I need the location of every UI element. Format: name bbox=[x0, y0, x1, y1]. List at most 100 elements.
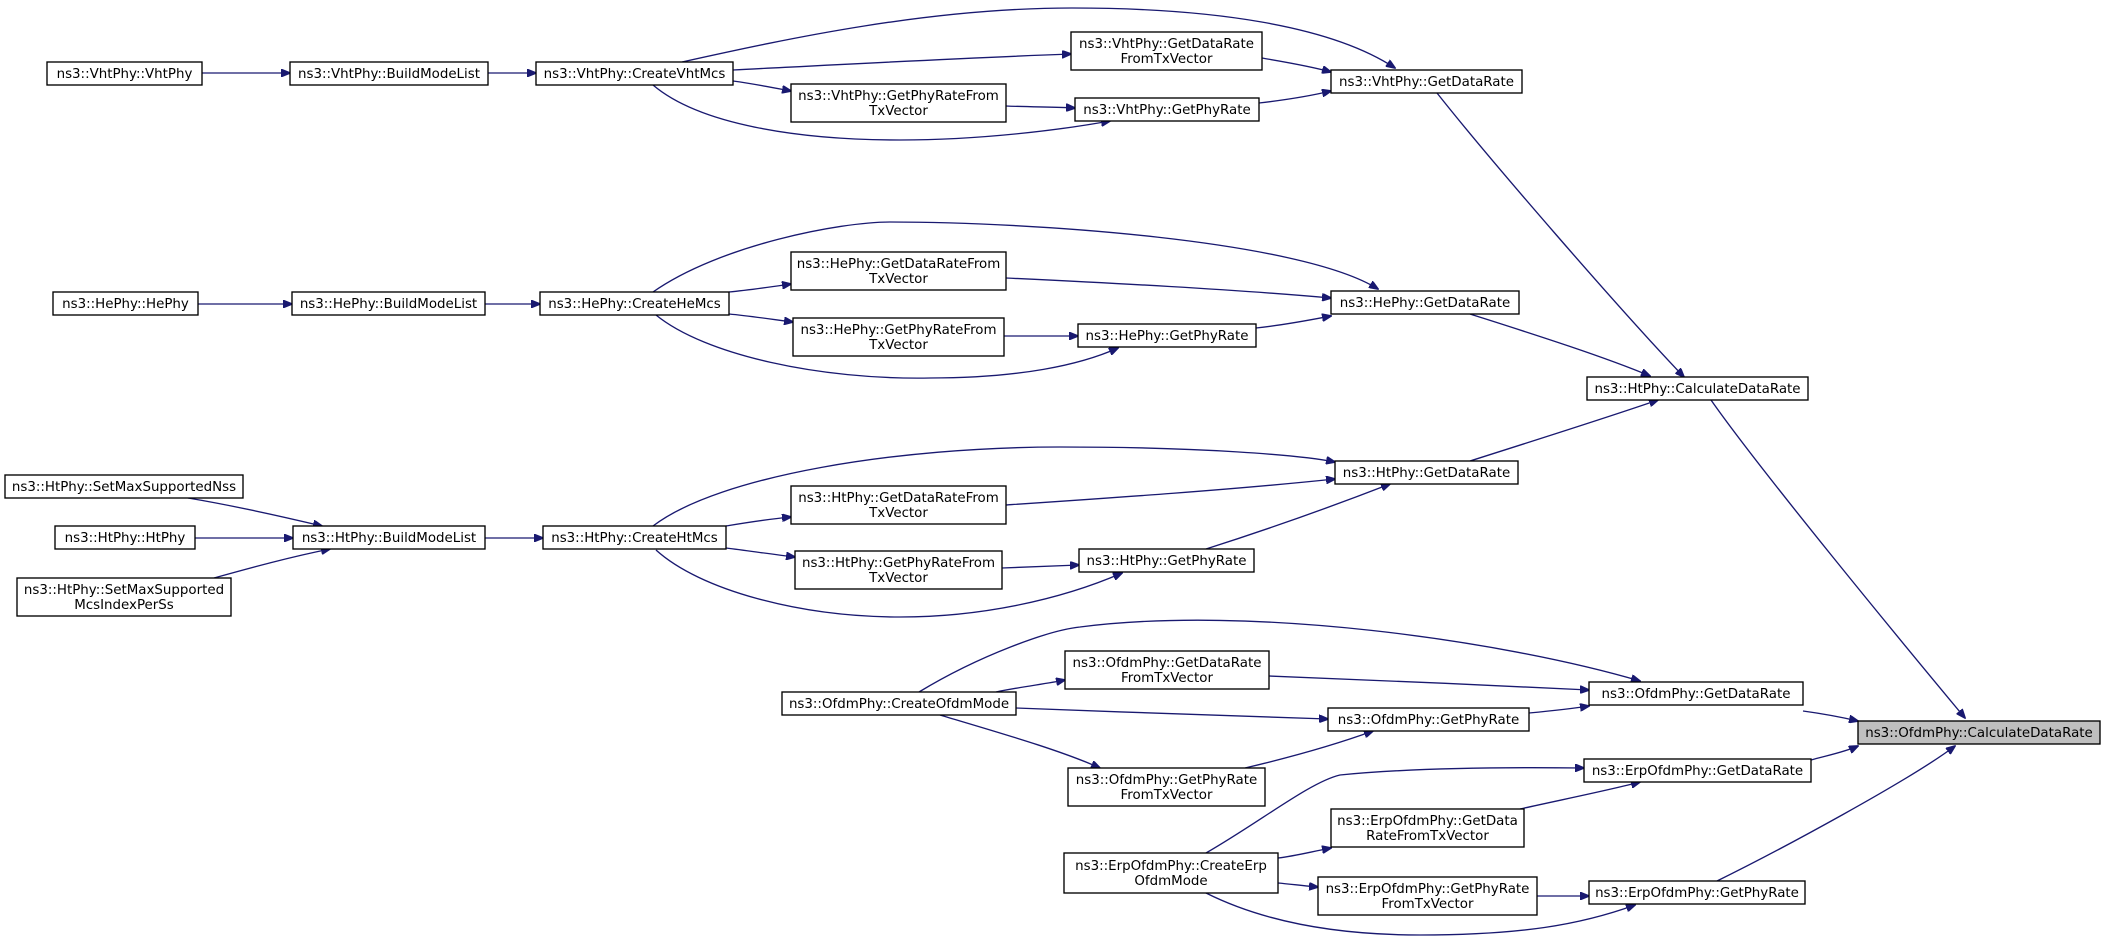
edge-erp_create-to-erp_getpr bbox=[1205, 892, 1635, 936]
edge-ofdm_create-to-ofdm_getdr bbox=[918, 619, 1640, 693]
node-he-getdr[interactable]: ns3::HePhy::GetDataRate bbox=[1330, 290, 1520, 315]
node-box bbox=[16, 577, 232, 617]
node-label: TxVector bbox=[868, 571, 928, 586]
edge-ofdm_getpr-to-ofdm_getdr bbox=[1528, 706, 1589, 714]
edge-vht_create-to-vht_getprtx bbox=[732, 80, 791, 91]
node-vht-build[interactable]: ns3::VhtPhy::BuildModeList bbox=[289, 61, 489, 86]
node-vht-ctor[interactable]: ns3::VhtPhy::VhtPhy bbox=[46, 61, 203, 86]
edge-he_getdrtx-to-he_getdr bbox=[1005, 277, 1331, 298]
node-box bbox=[1064, 650, 1270, 690]
node-box bbox=[542, 525, 727, 550]
node-label: ns3::HePhy::GetDataRateFrom bbox=[797, 257, 1001, 272]
node-label: ns3::ErpOfdmPhy::GetPhyRate bbox=[1595, 886, 1799, 901]
node-label: ns3::HePhy::GetDataRate bbox=[1340, 296, 1510, 311]
node-label: ns3::HePhy::HePhy bbox=[62, 297, 189, 312]
node-label: ns3::ErpOfdmPhy::GetPhyRate bbox=[1326, 882, 1530, 897]
edge-ofdm_getprtx-to-ofdm_getpr bbox=[1244, 731, 1373, 769]
node-box bbox=[1330, 808, 1525, 848]
node-ofdm-calc[interactable]: ns3::OfdmPhy::CalculateDataRate bbox=[1857, 720, 2101, 745]
node-label: ns3::VhtPhy::GetPhyRate bbox=[1083, 103, 1251, 118]
edge-erp_getdr-to-ofdm_calc bbox=[1810, 746, 1858, 761]
node-erp-getpr[interactable]: ns3::ErpOfdmPhy::GetPhyRate bbox=[1588, 880, 1806, 905]
node-box bbox=[1074, 97, 1260, 122]
node-ht-build[interactable]: ns3::HtPhy::BuildModeList bbox=[292, 525, 486, 550]
edge-vht_getdr-to-ht_calc bbox=[1436, 92, 1684, 377]
node-ofdm-getpr[interactable]: ns3::OfdmPhy::GetPhyRate bbox=[1327, 707, 1530, 732]
node-vht-create[interactable]: ns3::VhtPhy::CreateVhtMcs bbox=[535, 61, 734, 86]
node-label: ns3::VhtPhy::VhtPhy bbox=[57, 67, 193, 82]
edge-he_getpr-to-he_getdr bbox=[1255, 316, 1331, 329]
node-label: ns3::OfdmPhy::CalculateDataRate bbox=[1865, 726, 2093, 741]
node-box bbox=[1857, 720, 2101, 745]
node-box bbox=[1588, 681, 1804, 706]
node-label: ns3::VhtPhy::GetDataRate bbox=[1339, 75, 1514, 90]
edge-ht_create-to-ht_getprtx bbox=[725, 547, 795, 557]
edge-vht_create-to-vht_getdr bbox=[681, 7, 1395, 68]
node-ht-calc[interactable]: ns3::HtPhy::CalculateDataRate bbox=[1586, 376, 1809, 401]
edge-he_create-to-he_getdr bbox=[652, 221, 1378, 293]
node-label: ns3::HtPhy::HtPhy bbox=[65, 531, 186, 546]
node-ht-create[interactable]: ns3::HtPhy::CreateHtMcs bbox=[542, 525, 727, 550]
node-ht-ctor[interactable]: ns3::HtPhy::HtPhy bbox=[54, 525, 196, 550]
node-box bbox=[1588, 880, 1806, 905]
node-label: ns3::OfdmPhy::CreateOfdmMode bbox=[789, 697, 1009, 712]
node-ht-setnss[interactable]: ns3::HtPhy::SetMaxSupportedNss bbox=[4, 474, 244, 499]
node-label: ns3::VhtPhy::BuildModeList bbox=[298, 67, 480, 82]
node-box bbox=[291, 291, 486, 316]
node-he-ctor[interactable]: ns3::HePhy::HePhy bbox=[52, 291, 199, 316]
node-label: McsIndexPerSs bbox=[74, 598, 174, 613]
node-label: ns3::HtPhy::CreateHtMcs bbox=[551, 531, 718, 546]
edge-erp_create-to-erp_getdr bbox=[1205, 768, 1584, 854]
node-erp-getdr[interactable]: ns3::ErpOfdmPhy::GetDataRate bbox=[1583, 758, 1812, 783]
node-box bbox=[790, 485, 1007, 525]
node-layer: ns3::OfdmPhy::CalculateDataRate ns3::HtPh… bbox=[4, 31, 2101, 916]
node-label: ns3::VhtPhy::CreateVhtMcs bbox=[544, 67, 726, 82]
node-he-getpr[interactable]: ns3::HePhy::GetPhyRate bbox=[1077, 323, 1257, 348]
edge-ht_setnss-to-ht_build bbox=[187, 497, 322, 526]
edge-erp_create-to-erp_getdrtx bbox=[1277, 848, 1331, 859]
node-box bbox=[1330, 69, 1523, 94]
node-ofdm-create[interactable]: ns3::OfdmPhy::CreateOfdmMode bbox=[781, 691, 1017, 716]
node-box bbox=[1327, 707, 1530, 732]
edge-ht_getdrtx-to-ht_getdr bbox=[1005, 479, 1335, 506]
node-label: ns3::HtPhy::GetPhyRate bbox=[1087, 554, 1247, 569]
node-box bbox=[1067, 767, 1266, 807]
node-box bbox=[1317, 876, 1538, 916]
node-he-create[interactable]: ns3::HePhy::CreateHeMcs bbox=[539, 291, 730, 316]
node-label: FromTxVector bbox=[1121, 52, 1213, 67]
edge-he_getdr-to-ht_calc bbox=[1469, 313, 1650, 376]
node-ht-getpr[interactable]: ns3::HtPhy::GetPhyRate bbox=[1078, 548, 1255, 573]
node-box bbox=[46, 61, 203, 86]
node-vht-getdr[interactable]: ns3::VhtPhy::GetDataRate bbox=[1330, 69, 1523, 94]
node-label: ns3::HtPhy::BuildModeList bbox=[302, 531, 476, 546]
node-ht-getdr[interactable]: ns3::HtPhy::GetDataRate bbox=[1334, 460, 1519, 485]
node-label: ns3::HePhy::GetPhyRateFrom bbox=[800, 323, 996, 338]
edge-ofdm_create-to-ofdm_getdrtx bbox=[995, 680, 1065, 693]
edge-ofdm_create-to-ofdm_getprtx bbox=[939, 714, 1100, 768]
node-box bbox=[792, 317, 1005, 357]
edge-ht_getpr-to-ht_getdr bbox=[1205, 484, 1390, 550]
node-label: ns3::HePhy::CreateHeMcs bbox=[548, 297, 721, 312]
edge-vht_getpr-to-vht_getdr bbox=[1258, 91, 1331, 104]
node-box bbox=[539, 291, 730, 316]
node-box bbox=[1586, 376, 1809, 401]
node-label: ns3::VhtPhy::GetPhyRateFrom bbox=[798, 89, 999, 104]
node-ofdm-getdr[interactable]: ns3::OfdmPhy::GetDataRate bbox=[1588, 681, 1804, 706]
node-vht-getpr[interactable]: ns3::VhtPhy::GetPhyRate bbox=[1074, 97, 1260, 122]
node-label: TxVector bbox=[868, 272, 928, 287]
node-label: ns3::OfdmPhy::GetDataRate bbox=[1602, 687, 1791, 702]
node-box bbox=[292, 525, 486, 550]
node-he-build[interactable]: ns3::HePhy::BuildModeList bbox=[291, 291, 486, 316]
